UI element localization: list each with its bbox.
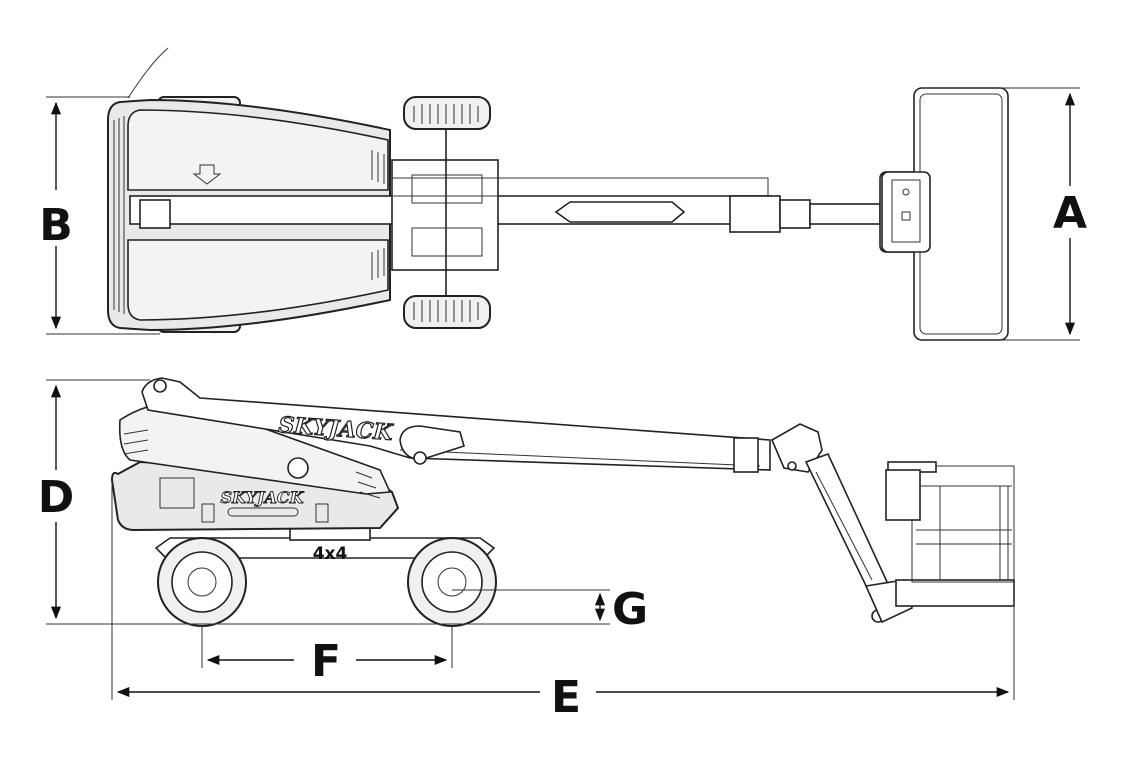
control-station (159, 477, 195, 509)
hood-arrow-icon (192, 164, 222, 185)
dim-f-label: F (311, 636, 341, 687)
turret-grille (355, 471, 381, 499)
turntable-bottom-box (411, 227, 483, 257)
dim-e-label: E (551, 672, 581, 723)
boom-inner-top (391, 177, 769, 197)
chassis-vent-bottom (371, 248, 385, 280)
dim-a-label: A (1053, 188, 1087, 239)
jib-arm (804, 452, 890, 596)
front-tyre-top (403, 96, 491, 130)
dim-d-label: D (38, 472, 75, 523)
boom-cylinder-mount (399, 425, 465, 461)
boom-root (139, 199, 171, 229)
rear-rim (171, 551, 233, 613)
dim-g-label: G (612, 584, 648, 635)
leader-line (127, 47, 169, 99)
knuckle-pin (787, 461, 797, 471)
platform-cage (911, 465, 1015, 583)
turret-vents (123, 429, 149, 455)
rear-hub (187, 567, 217, 597)
front-rim (421, 551, 483, 613)
boom-head (733, 437, 759, 473)
lift-eye (287, 457, 309, 479)
step-right (315, 503, 329, 523)
chassis-ribs (113, 116, 125, 314)
platform-rails (916, 485, 1012, 580)
tyre-tread-top (413, 104, 479, 124)
cylinder-pin (413, 451, 427, 465)
chassis-vent-top (371, 150, 385, 184)
turret-hood-side (118, 401, 392, 495)
jib-top-view (809, 203, 881, 225)
side-view: SKYJACK SKYJACK 4x4 (38, 377, 1015, 723)
platform-controls-side (885, 469, 921, 521)
boom-window (554, 201, 686, 223)
main-boom-side (141, 377, 771, 471)
chassis-lower-panel (127, 239, 389, 321)
front-tyre-bottom (403, 295, 491, 329)
platform-floor (895, 579, 1015, 607)
chassis-upper-panel (127, 109, 389, 191)
platform-switch (901, 211, 911, 221)
chassis-brand: SKYJACK (220, 488, 304, 507)
platform-control-panel (891, 179, 921, 243)
jib-inner (815, 471, 873, 581)
step-left (201, 503, 215, 523)
undercarriage-block (289, 527, 371, 541)
platform-knob (902, 188, 910, 196)
dim-b-label: B (39, 200, 73, 251)
boom-pivot (153, 379, 167, 393)
front-hub (437, 567, 467, 597)
tyre-tread-bottom (413, 300, 479, 322)
turntable-top-box (411, 174, 483, 204)
rotator (779, 199, 811, 229)
chassis-handle (227, 507, 299, 517)
top-view: A B (39, 47, 1087, 341)
drive-label: 4x4 (313, 544, 348, 564)
boom-cylinder-line (399, 449, 761, 467)
boom-tip (729, 195, 781, 233)
